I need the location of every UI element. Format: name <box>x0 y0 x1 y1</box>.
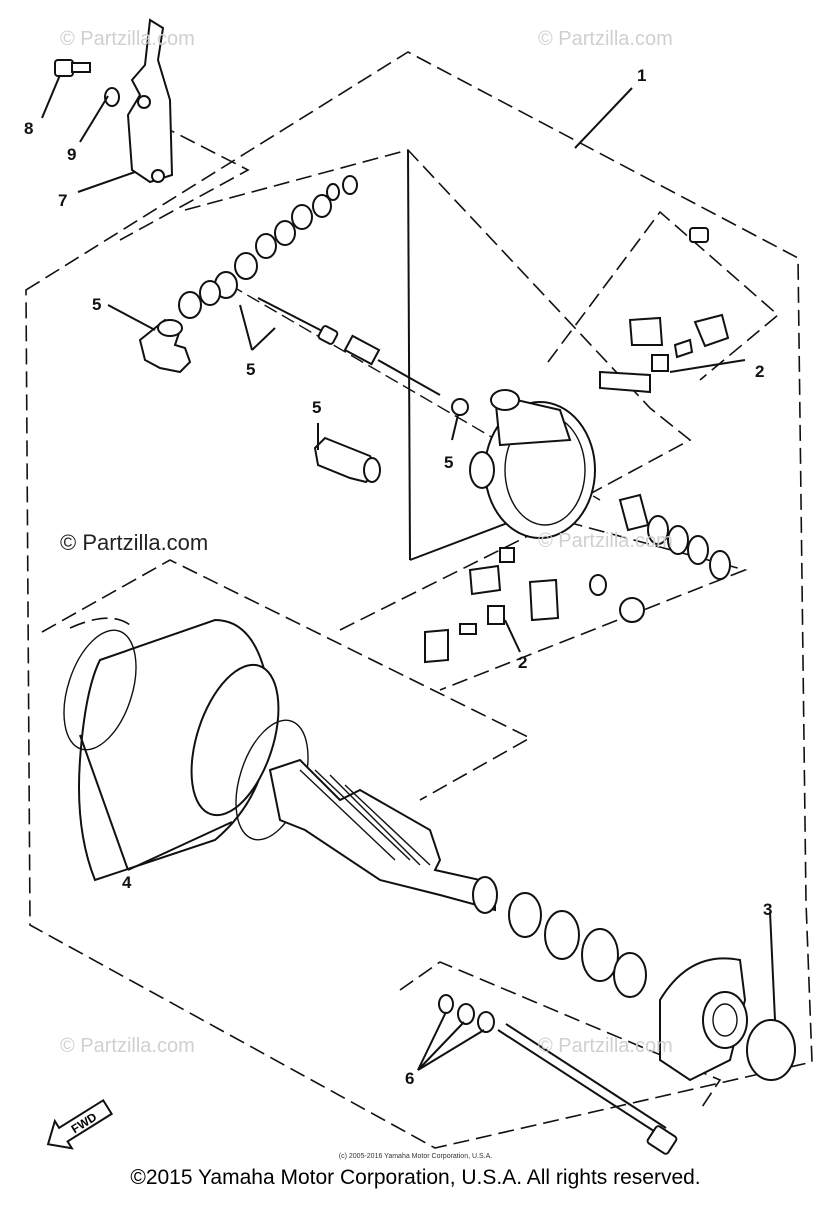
callout-8: 8 <box>24 119 34 138</box>
watermark: © Partzilla.com <box>60 1035 195 1057</box>
yoke-housing-part-4 <box>63 617 309 882</box>
callout-1: 1 <box>637 66 647 85</box>
drive-end-bracket <box>659 957 748 1082</box>
callout-5: 5 <box>246 360 256 379</box>
yoke-boundary <box>41 559 532 801</box>
rubber-boot-part-5-upper <box>138 318 192 374</box>
lower-washer-stack <box>508 892 647 998</box>
callout-6: 6 <box>405 1069 415 1088</box>
bolt-part-8 <box>54 59 91 77</box>
construction-line <box>407 149 411 561</box>
shaft-centerline <box>229 284 601 501</box>
brush-holder-boundary-lower <box>339 519 748 691</box>
terminal-bolt <box>257 297 441 396</box>
brush-holder-boundary-right <box>547 210 780 381</box>
lever-link-line <box>119 124 250 241</box>
small-copyright: (c) 2005-2016 Yamaha Motor Corporation, … <box>338 1153 493 1160</box>
brush-holder-lower <box>424 547 560 664</box>
brush-holder-right <box>599 227 730 394</box>
callout-2: 2 <box>755 362 765 381</box>
callout-7: 7 <box>58 191 68 210</box>
watermark: © Partzilla.com <box>60 28 195 50</box>
watermark: © Partzilla.com <box>538 28 673 50</box>
o-ring-part-3 <box>746 1019 796 1081</box>
callout-5: 5 <box>444 453 454 472</box>
bracket-boundary <box>399 961 722 1111</box>
rubber-boot-part-5-lower <box>313 436 381 484</box>
end-cover <box>469 389 596 539</box>
washer-part-9 <box>104 87 120 107</box>
callout-4: 4 <box>122 873 132 892</box>
callout-5: 5 <box>312 398 322 417</box>
assembly-boundary <box>25 51 813 1149</box>
leader-lines <box>41 74 776 1071</box>
fwd-arrow-icon: FWD <box>46 1098 114 1150</box>
nut <box>451 398 469 416</box>
watermark: © Partzilla.com <box>538 530 673 552</box>
lever-bracket-part-7 <box>126 18 174 184</box>
callout-3: 3 <box>763 900 773 919</box>
through-bolt-part-6 <box>438 994 678 1155</box>
callout-9: 9 <box>67 145 77 164</box>
callout-5: 5 <box>92 295 102 314</box>
armature <box>268 758 498 914</box>
upper-washer-stack <box>178 175 358 319</box>
end-bearing-washers <box>589 493 731 623</box>
watermark: © Partzilla.com <box>60 530 209 555</box>
callout-2: 2 <box>518 653 528 672</box>
footer-copyright: ©2015 Yamaha Motor Corporation, U.S.A. A… <box>130 1166 701 1189</box>
upper-subgroup-boundary <box>184 149 692 511</box>
watermark: © Partzilla.com <box>538 1035 673 1057</box>
